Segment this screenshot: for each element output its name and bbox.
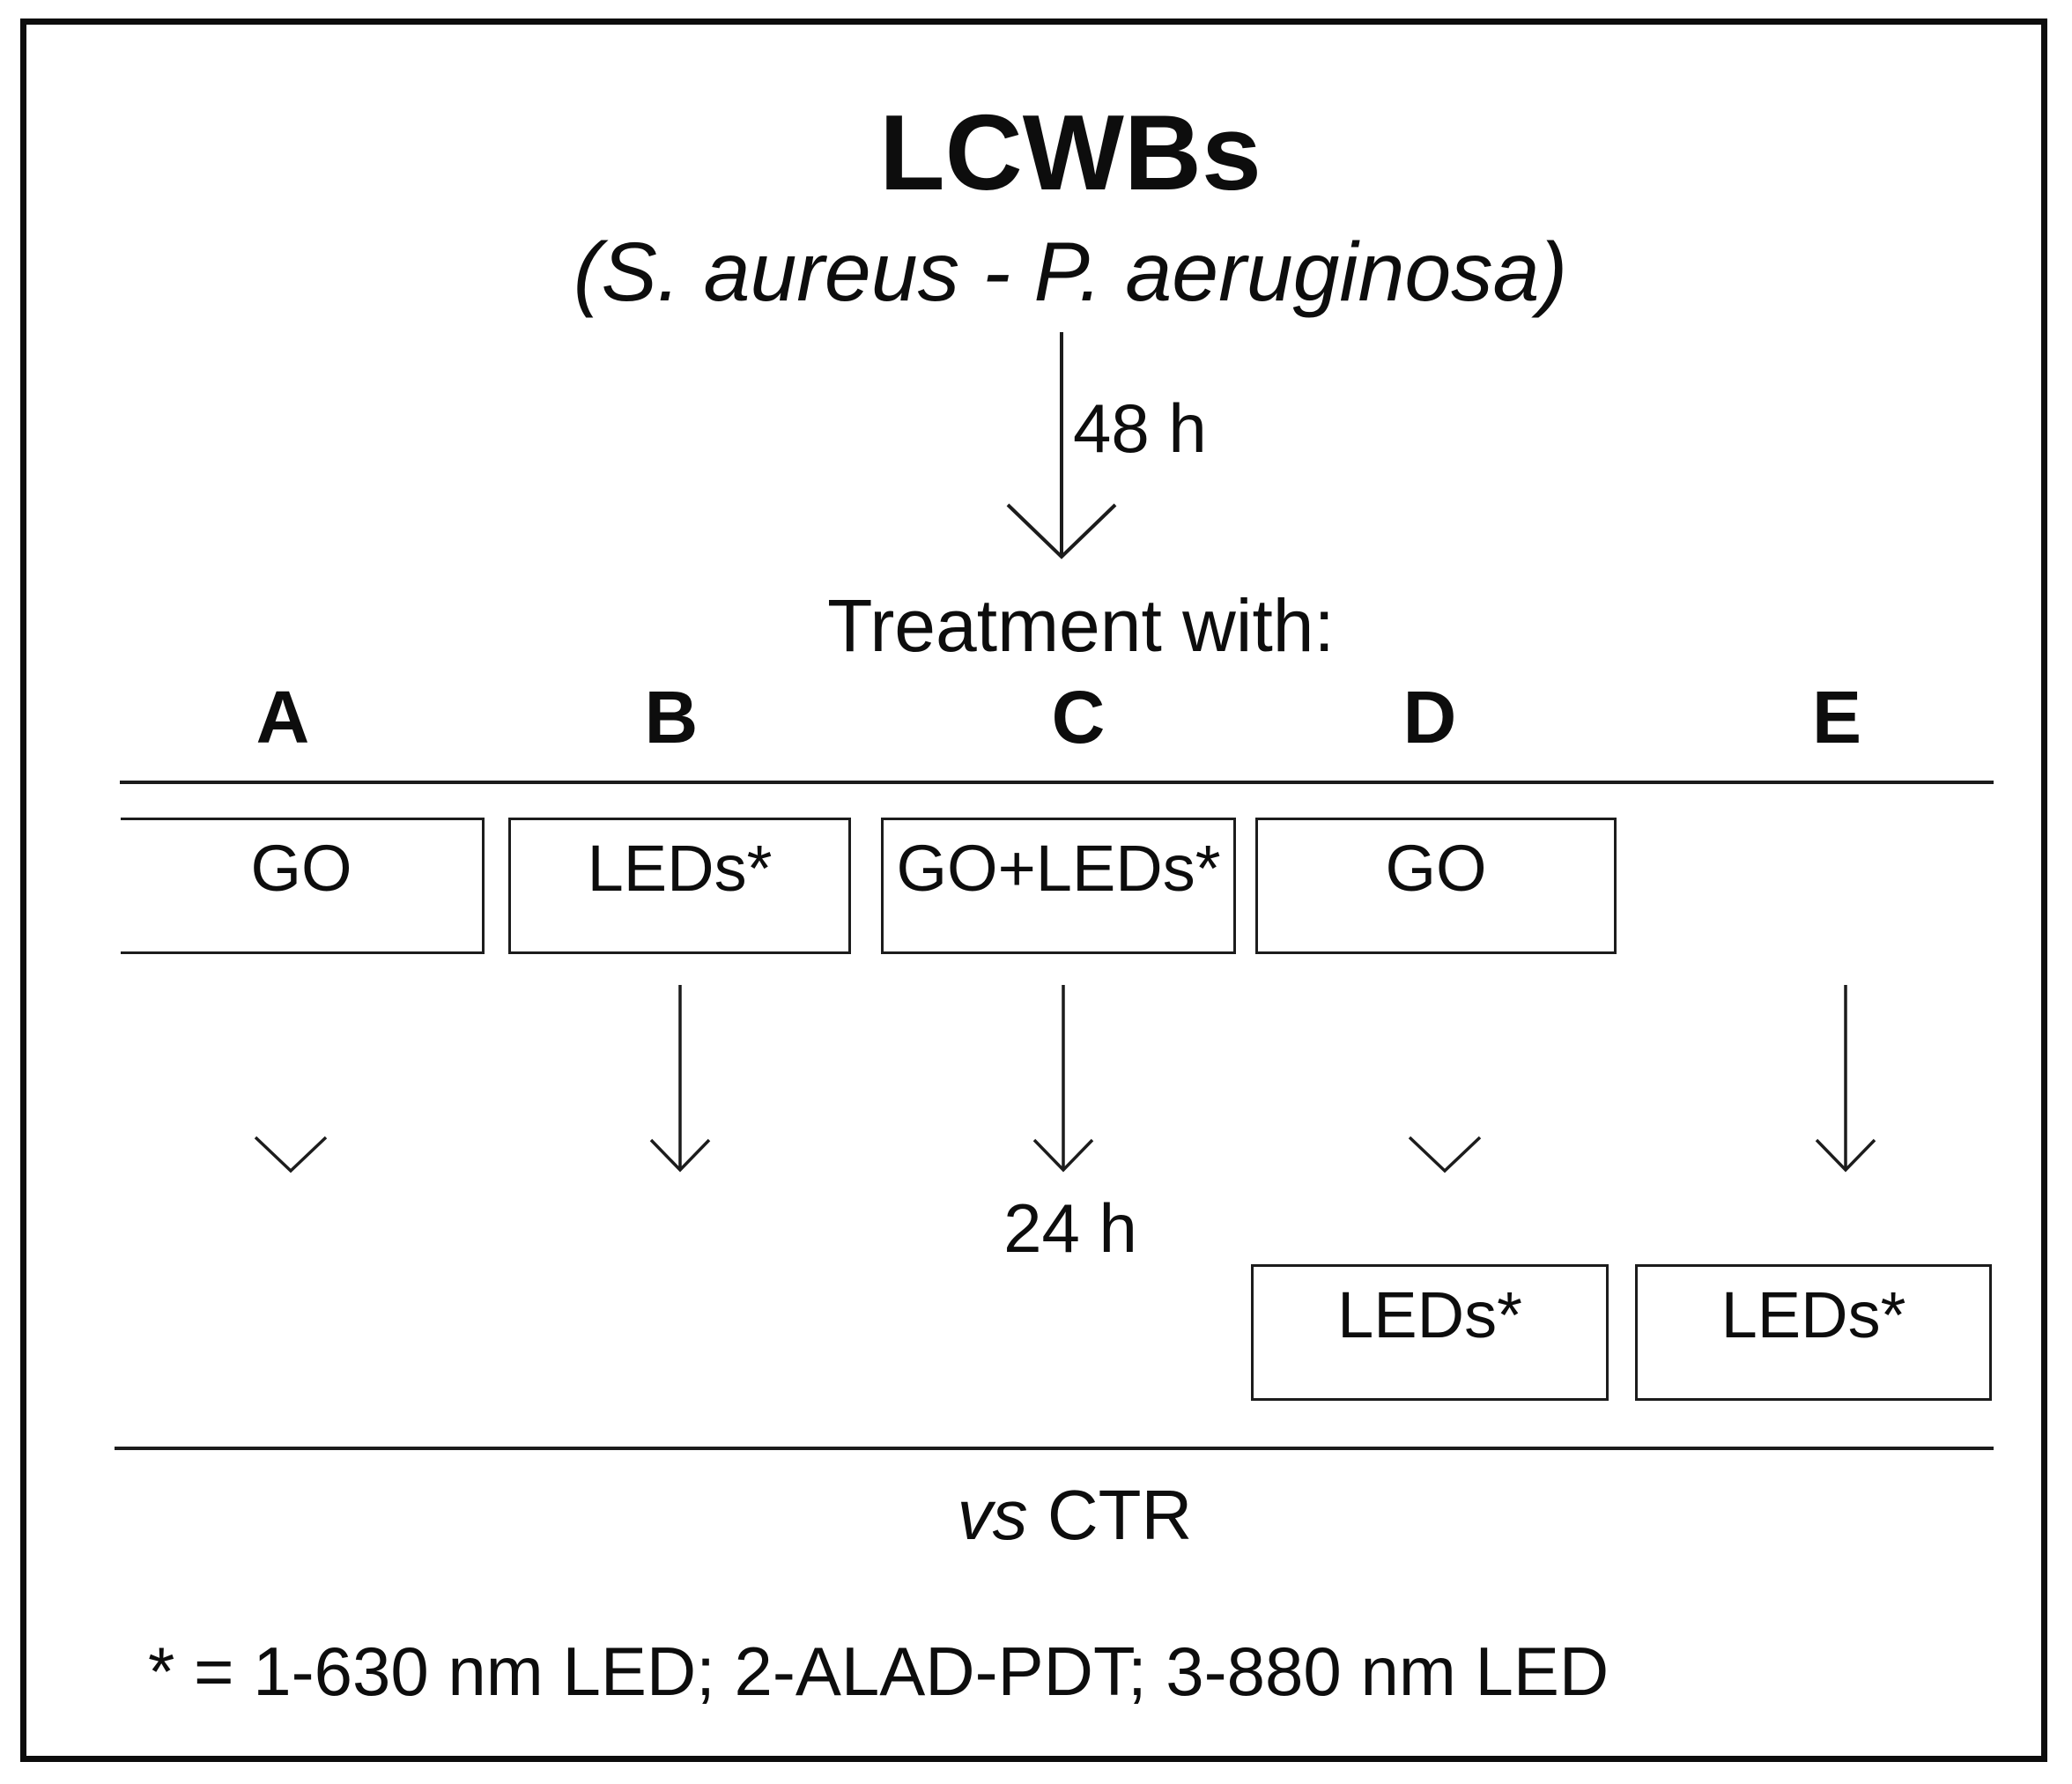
figure-title: LCWBs xyxy=(879,93,1262,212)
second-box-e: LEDs* xyxy=(1635,1264,1992,1401)
chevron-down-icon xyxy=(254,1136,328,1173)
chevron-down-icon xyxy=(1408,1136,1482,1173)
arrow-down-icon xyxy=(1815,985,1876,1173)
treatment-heading: Treatment with: xyxy=(827,584,1335,667)
treatment-box-d-label: GO xyxy=(1385,832,1487,905)
post-treatment-time-label: 24 h xyxy=(1003,1189,1137,1267)
column-header-e: E xyxy=(1811,676,1862,759)
arrow-down-icon xyxy=(649,985,711,1173)
bottom-divider-line xyxy=(115,1447,1994,1450)
treatment-box-c: GO+LEDs* xyxy=(881,818,1236,954)
comparison-label-text: CTR xyxy=(1047,1476,1193,1554)
treatment-box-a-label: GO xyxy=(250,832,352,905)
treatment-box-c-label: GO+LEDs* xyxy=(896,832,1221,905)
comparison-label-italic: vs xyxy=(957,1476,1028,1554)
incubation-time-label: 48 h xyxy=(1073,389,1207,467)
treatment-box-a: GO xyxy=(121,818,485,954)
column-header-a: A xyxy=(255,676,310,759)
treatment-box-b: LEDs* xyxy=(508,818,851,954)
second-box-d: LEDs* xyxy=(1251,1264,1609,1401)
second-box-d-label: LEDs* xyxy=(1337,1278,1522,1351)
footnote: * = 1-630 nm LED; 2-ALAD-PDT; 3-880 nm L… xyxy=(148,1632,1610,1710)
comparison-label: vs CTR xyxy=(958,1480,1193,1551)
header-divider-line xyxy=(120,781,1994,784)
arrow-down-icon xyxy=(1032,985,1094,1173)
second-box-e-label: LEDs* xyxy=(1720,1278,1906,1351)
column-header-c: C xyxy=(1051,676,1106,759)
column-header-b: B xyxy=(644,676,699,759)
treatment-box-b-label: LEDs* xyxy=(587,832,773,905)
figure-border xyxy=(20,19,2047,1762)
column-header-d: D xyxy=(1402,676,1457,759)
treatment-box-d: GO xyxy=(1255,818,1617,954)
arrow-down-icon xyxy=(1006,332,1117,559)
figure-subtitle: (S. aureus - P. aeruginosa) xyxy=(573,226,1568,319)
